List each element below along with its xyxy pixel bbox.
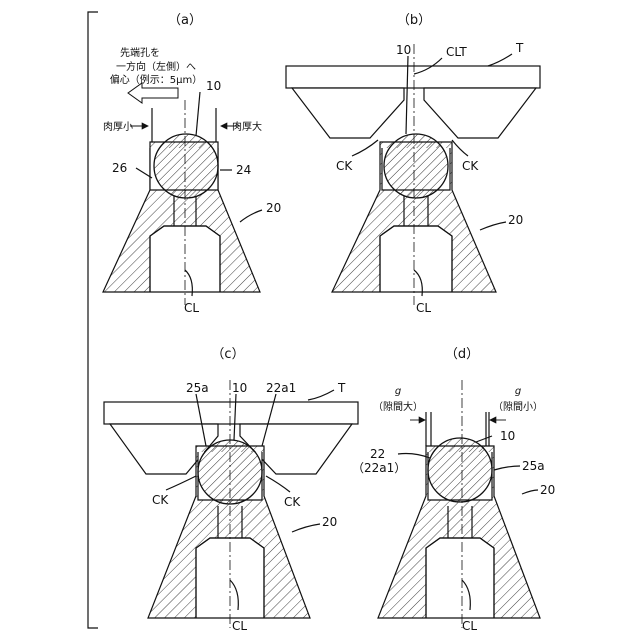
leader-b-ck-right <box>452 140 468 156</box>
panel-c-label: （c） <box>211 347 244 362</box>
axis-label-c: CL <box>232 619 247 633</box>
leader-d-20 <box>522 490 538 494</box>
note-a-1: 先端孔を <box>120 46 160 59</box>
thick-label-a: 肉厚大 <box>232 120 262 133</box>
thin-label-a: 肉厚小 <box>103 120 133 133</box>
panel-a-label: （a） <box>168 13 202 28</box>
note-a-3: 偏心（例示：5μm） <box>110 73 202 86</box>
panel-d: （d） g （隙間大） g （隙間小） 10 22 （22a1） 25a 20 … <box>352 347 555 633</box>
ball-label-b: 10 <box>396 43 411 57</box>
leader-c-ck-right <box>266 476 290 492</box>
leader-b-ck-left <box>352 140 378 156</box>
tool-right-b <box>424 88 536 138</box>
leader-c-20 <box>292 524 320 532</box>
leader-c-cl <box>230 580 238 610</box>
panel-d-label: （d） <box>445 347 479 362</box>
leader-d-22 <box>398 454 430 459</box>
leader-c-t <box>308 390 334 400</box>
recess-label-a-26: 26 <box>112 161 127 175</box>
leader-a-20 <box>240 210 262 222</box>
body-label-b: 20 <box>508 213 523 227</box>
ball-label-a: 10 <box>206 79 221 93</box>
tool-plate-c <box>104 402 358 424</box>
gap-right-symbol-d: g <box>515 386 521 397</box>
ck-right-label-b: CK <box>462 159 479 173</box>
panel-b: （b） 10 CLT T CK CK 20 CL <box>286 13 540 315</box>
seat-label-c: 25a <box>186 381 209 395</box>
leader-d-25a <box>494 466 520 470</box>
figure-bracket <box>88 12 98 628</box>
axis-label-b: CL <box>416 301 431 315</box>
note-a-2: 一方向（左側）へ <box>116 60 196 73</box>
body-label-a: 20 <box>266 201 281 215</box>
ball-d <box>428 438 492 502</box>
body-label-c: 20 <box>322 515 337 529</box>
ball-b <box>384 134 448 198</box>
gap-right-text-d: （隙間小） <box>493 400 543 413</box>
cavity-d <box>426 538 494 618</box>
tool-label-c: T <box>337 381 346 395</box>
direction-arrow-a <box>128 83 178 103</box>
ck-right-label-c: CK <box>284 495 301 509</box>
tool-axis-label-b: CLT <box>446 45 467 59</box>
leader-b-t <box>488 54 512 66</box>
ck-left-label-b: CK <box>336 159 353 173</box>
ball-label-d: 10 <box>500 429 515 443</box>
body-label-d: 20 <box>540 483 555 497</box>
leader-d-cl <box>462 580 470 610</box>
ball-a <box>154 134 218 198</box>
gap-left-symbol-d: g <box>395 386 401 397</box>
panel-b-label: （b） <box>397 13 431 28</box>
tool-label-b: T <box>515 41 524 55</box>
leader-c-ck-left <box>166 476 196 490</box>
recess-label-a-24: 24 <box>236 163 251 177</box>
seat-label-d: 25a <box>522 459 545 473</box>
cavity-b <box>380 226 452 292</box>
tool-left-b <box>292 88 404 138</box>
ck-left-label-c: CK <box>152 493 169 507</box>
leader-b-20 <box>480 222 506 230</box>
ball-label-c: 10 <box>232 381 247 395</box>
axis-label-a: CL <box>184 301 199 315</box>
edge-sub-label-d: （22a1） <box>352 461 406 475</box>
edge-label-d: 22 <box>370 447 385 461</box>
gap-left-text-d: （隙間大） <box>373 400 423 413</box>
panel-a: （a） 先端孔を 一方向（左側）へ 偏心（例示：5μm） 10 肉厚小 肉厚大 <box>103 13 281 315</box>
tool-plate-b <box>286 66 540 88</box>
axis-label-d: CL <box>462 619 477 633</box>
leader-a-10 <box>196 92 200 136</box>
edge-label-c: 22a1 <box>266 381 296 395</box>
panel-c: （c） 25a 10 22a1 T CK CK 20 CL <box>104 347 358 633</box>
